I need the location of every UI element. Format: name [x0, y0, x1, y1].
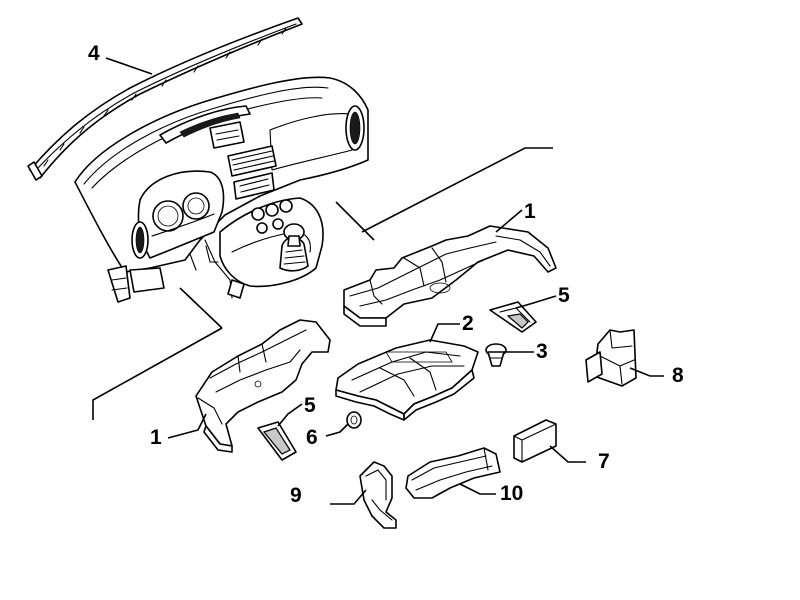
part-3-clip[interactable]: [485, 343, 507, 367]
callout-leaders: [105, 57, 664, 505]
callout-7: 7: [598, 450, 610, 473]
callout-6: 6: [306, 426, 318, 449]
callout-5b: 5: [304, 394, 316, 417]
leader-1b: [167, 413, 207, 439]
leader-2: [429, 323, 460, 343]
callout-8: 8: [672, 364, 684, 387]
callout-9: 9: [290, 484, 302, 507]
part-5-upper-insulation[interactable]: [489, 301, 537, 333]
part-5-lower-insulation[interactable]: [257, 421, 297, 461]
callout-1a: 1: [524, 200, 536, 223]
callout-10: 10: [500, 482, 523, 505]
leader-5b: [277, 403, 303, 427]
callout-5a: 5: [558, 284, 570, 307]
callout-4: 4: [88, 42, 100, 65]
leader-5a: [515, 295, 557, 309]
leader-9: [330, 489, 367, 505]
leader-1a: [495, 209, 523, 233]
part-4-windscreen-trim[interactable]: [27, 17, 303, 181]
part-7-foam-block[interactable]: [513, 419, 557, 463]
dashboard-assembly: [74, 76, 369, 303]
leader-7: [549, 445, 586, 463]
leader-10: [459, 483, 496, 495]
callout-1b: 1: [150, 426, 162, 449]
callout-2: 2: [462, 312, 474, 335]
part-8-bracket[interactable]: [585, 329, 637, 387]
part-6-ring-fastener[interactable]: [346, 411, 362, 429]
part-2-centre-panel[interactable]: [335, 339, 479, 421]
part-1-lower-air-duct[interactable]: [195, 319, 331, 453]
leader-4: [105, 57, 153, 75]
part-1-upper-air-duct[interactable]: [343, 225, 557, 327]
part-9-plate[interactable]: [359, 461, 397, 529]
exploded-view-bracket: [92, 147, 553, 420]
part-10-trim-channel[interactable]: [405, 447, 501, 499]
leader-8: [629, 367, 664, 377]
leader-6: [325, 423, 349, 437]
callout-3: 3: [536, 340, 548, 363]
callout-labels: 4 1 1 2 3 5 5 6 7 8 9 10: [88, 42, 684, 507]
